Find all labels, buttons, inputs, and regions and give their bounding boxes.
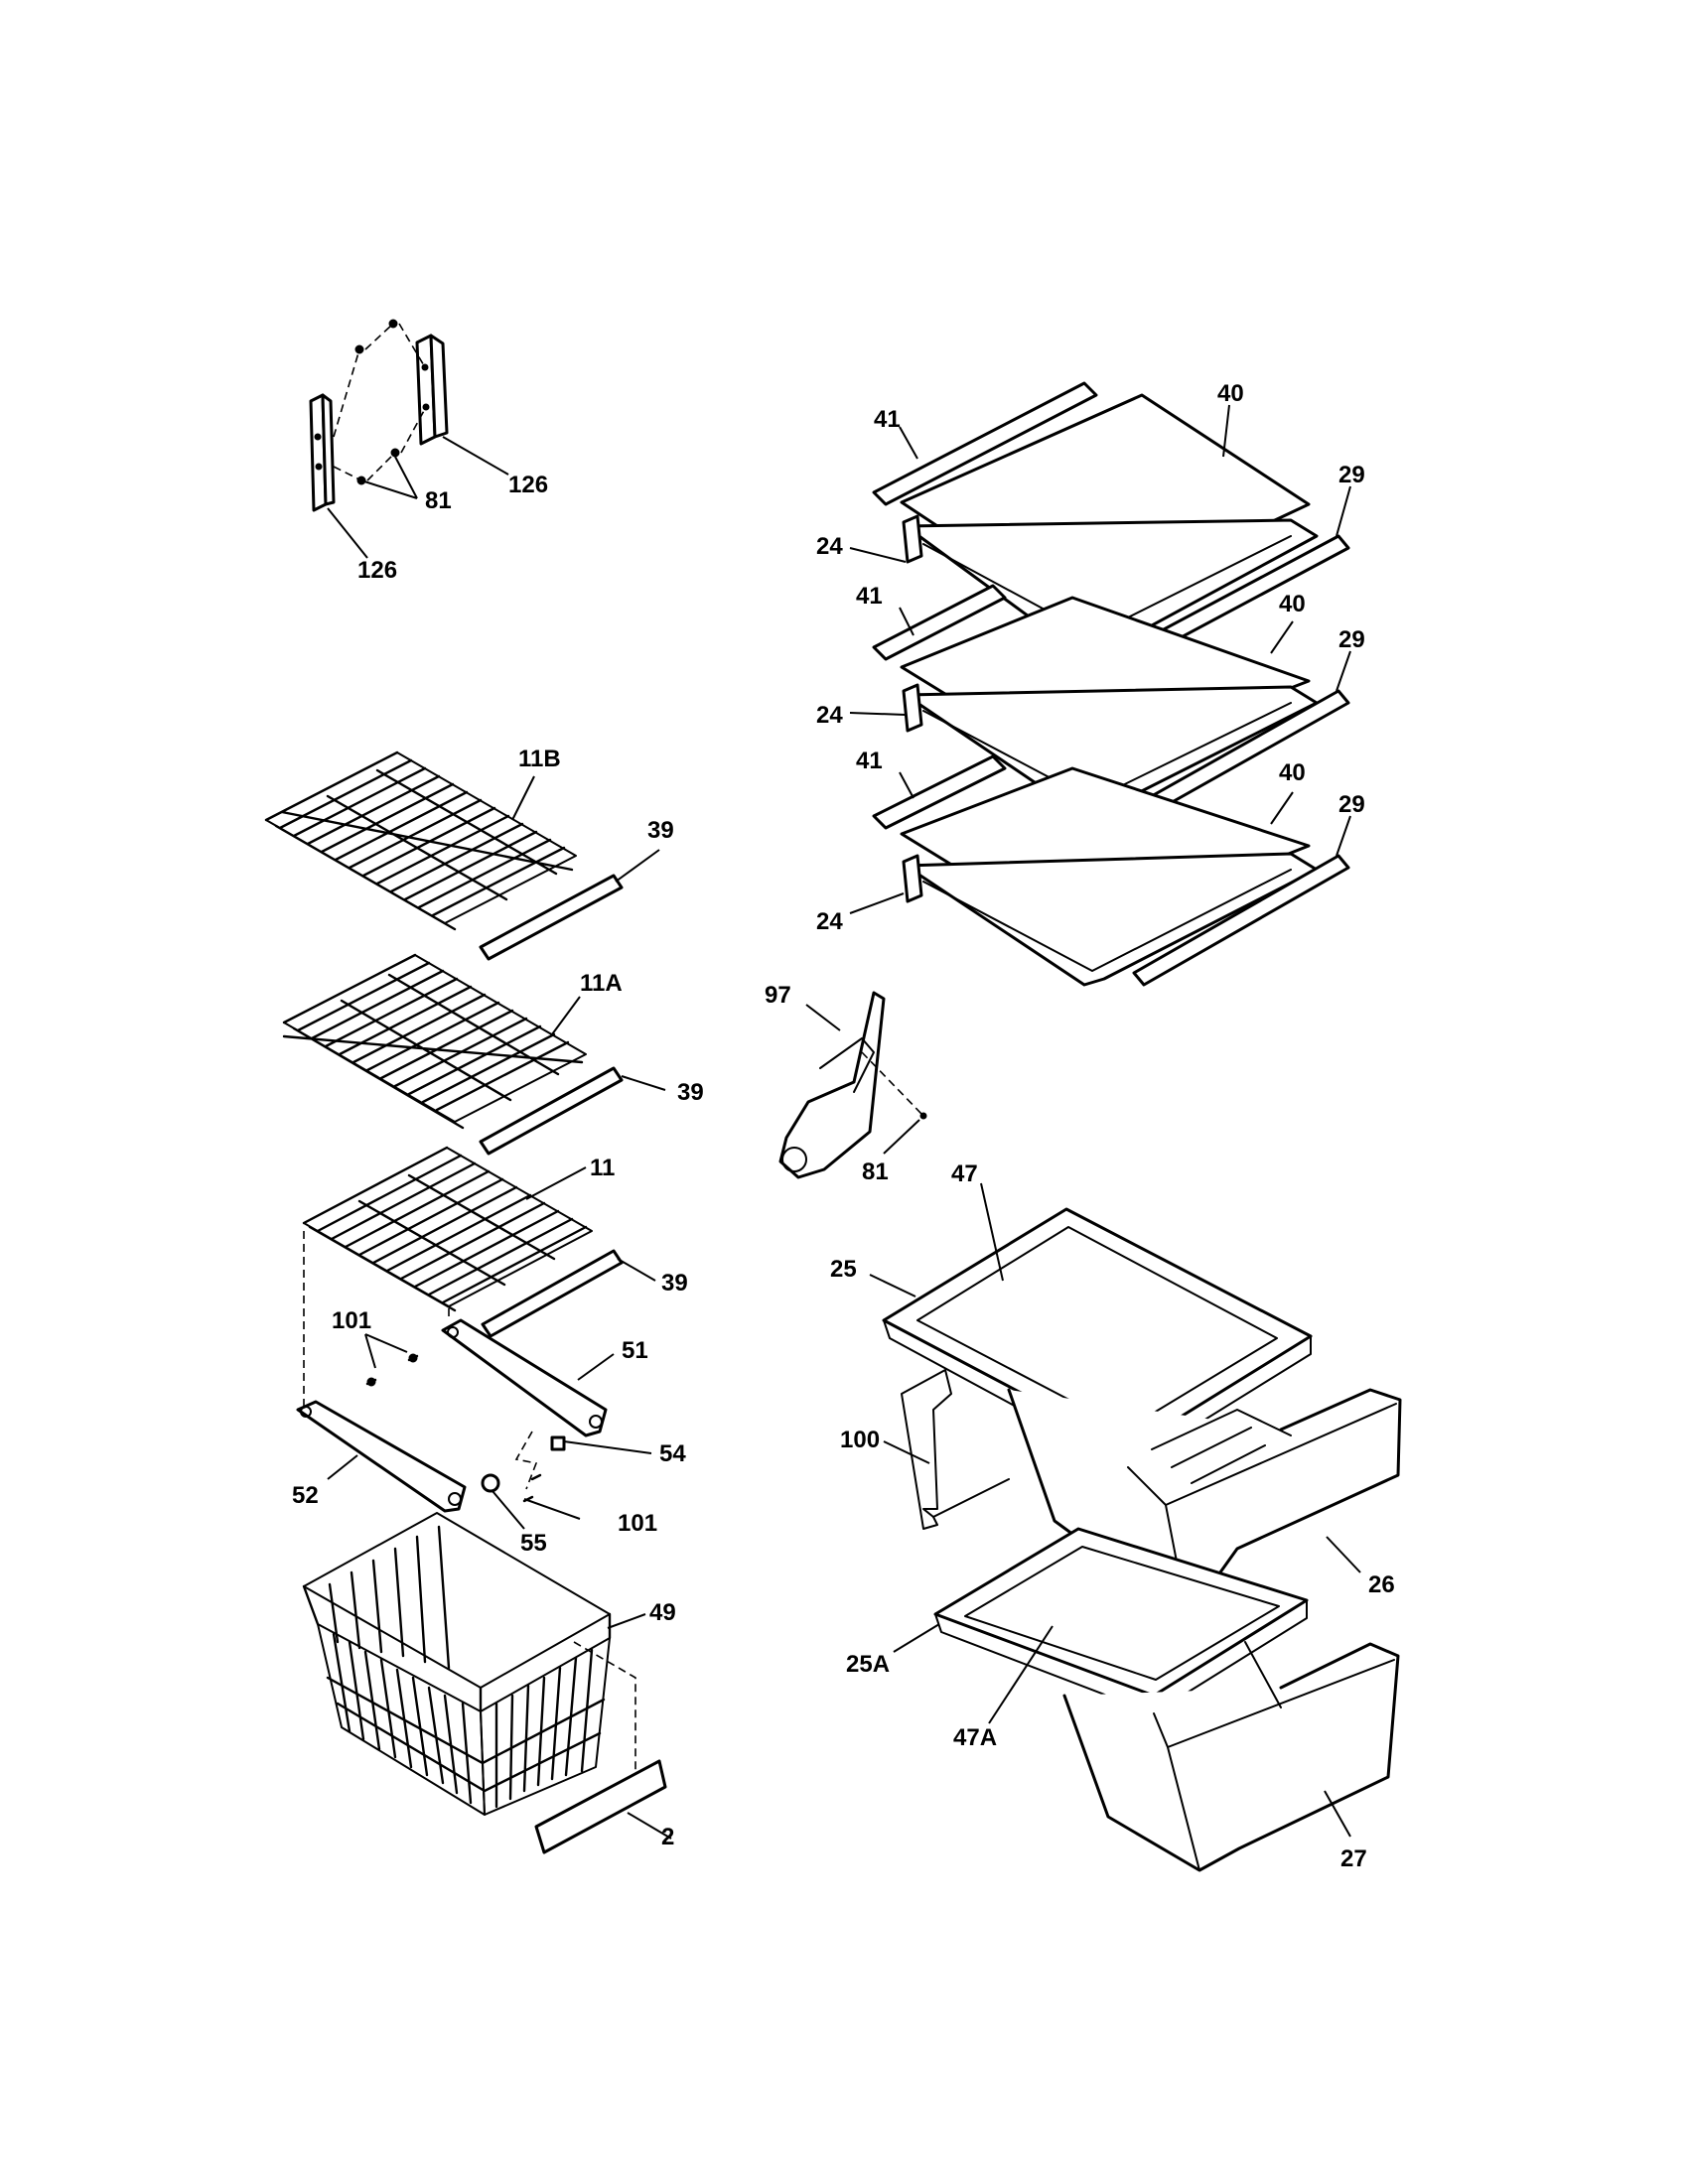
bracket-126-left [309,393,336,512]
basket-guide-dash [573,1641,636,1787]
callout-49: 49 [649,1599,676,1626]
leader-51 [577,1353,615,1381]
roller-55 [481,1473,500,1493]
callout-101: 101 [332,1307,371,1334]
callout-40: 40 [1217,380,1244,407]
wire-shelf-11 [302,1146,593,1312]
glass-shelf-assembly-1 [872,381,1350,659]
shelf-frame-24-3 [904,852,1319,987]
callout-11A: 11A [580,970,623,997]
screw-54 [550,1435,566,1451]
callout-11B: 11B [518,746,561,772]
leader-2 [627,1812,672,1840]
leader-11A [551,996,581,1035]
leader-47 [980,1182,1004,1282]
guide-dashed-lines [303,1231,538,1490]
slide-rail-51 [441,1318,608,1437]
leader-47A [988,1625,1054,1724]
callout-41: 41 [856,748,883,774]
wire-shelf-11A [282,953,587,1130]
bracket-97 [778,991,927,1179]
shelf-frame-end-24-2 [902,683,923,733]
callout-24: 24 [816,908,843,935]
callout-40: 40 [1279,591,1306,617]
leader-126-left [327,507,368,559]
callout-25: 25 [830,1256,857,1283]
callout-101: 101 [618,1510,657,1537]
screws-81-brackets [333,319,427,485]
callout-81: 81 [862,1159,889,1185]
callout-24: 24 [816,702,843,729]
callout-52: 52 [292,1482,319,1509]
callout-40: 40 [1279,759,1306,786]
leader-126-right [442,436,509,476]
leader-25 [869,1274,916,1297]
leader-40 [1222,404,1294,825]
wire-basket-49 [302,1512,612,1816]
leader-55 [492,1490,525,1530]
callout-25A: 25A [846,1651,890,1678]
leader-25A [893,1623,940,1653]
callout-126: 126 [357,557,397,584]
shelf-frame-end-24-3 [902,854,923,903]
leader-24 [849,547,907,914]
callout-126: 126 [508,472,548,498]
callout-47: 47 [951,1160,978,1187]
callout-41: 41 [874,406,901,433]
leader-27 [1324,1790,1351,1838]
callout-29: 29 [1338,791,1365,818]
callout-39: 39 [661,1270,688,1297]
leader-52 [327,1454,358,1480]
glass-shelf-assembly-3 [872,754,1350,987]
shelf-trims-39 [479,874,624,1338]
callout-47A: 47A [953,1724,997,1751]
leader-54 [563,1440,652,1454]
callout-11: 11 [590,1155,615,1181]
callout-54: 54 [659,1440,686,1467]
callout-29: 29 [1338,626,1365,653]
leader-81-brackets [360,456,418,499]
leader-26 [1326,1536,1361,1573]
leader-101 [364,1333,581,1520]
leader-49 [607,1613,646,1629]
bracket-126-right [415,334,449,446]
callout-2: 2 [661,1824,674,1850]
basket-trim-2 [534,1759,667,1854]
shelf-trim-29-3 [1132,854,1350,987]
wire-shelf-11B [264,751,577,931]
callout-29: 29 [1338,462,1365,488]
leader-81-97 [883,1119,920,1155]
callout-97: 97 [765,982,791,1009]
leader-97 [805,1004,841,1031]
leader-29 [1336,485,1351,857]
leader-11 [525,1166,587,1200]
divider-100 [901,1369,1010,1530]
callout-41: 41 [856,583,883,610]
screws-101 [365,1353,542,1503]
callout-100: 100 [840,1427,880,1453]
callout-39: 39 [647,817,674,844]
callout-24: 24 [816,533,843,560]
slide-rail-52 [296,1400,467,1513]
callout-55: 55 [520,1530,547,1557]
shelf-trim-41-2 [872,584,1007,661]
callout-81: 81 [425,487,452,514]
crisper-pan-27 [1062,1641,1400,1872]
leader-100 [883,1440,930,1464]
shelf-trim-41-1 [872,381,1098,506]
callout-51: 51 [622,1337,648,1364]
callout-39: 39 [677,1079,704,1106]
leader-11B [511,775,535,821]
shelf-frame-end-24-1 [902,514,923,564]
callout-26: 26 [1368,1571,1395,1598]
callout-27: 27 [1340,1845,1367,1872]
leader-39 [615,849,666,1282]
glass-shelf-assembly-2 [872,584,1350,820]
shelf-trim-41-3 [872,754,1007,830]
crisper-cover-25A [933,1527,1309,1714]
leader-41 [899,426,918,799]
